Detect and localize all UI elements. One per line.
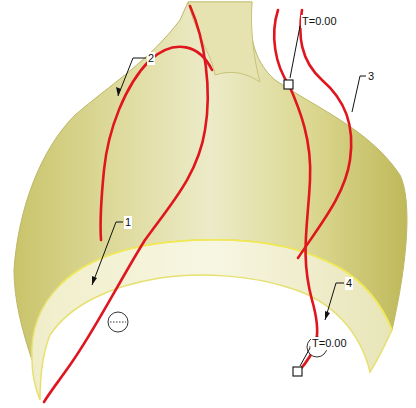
handle-dots: [110, 322, 325, 347]
curve-2: [101, 47, 212, 240]
end-marker: [284, 80, 302, 376]
callout-number: 2: [147, 52, 155, 65]
leader-arrowhead: [92, 87, 330, 320]
curve-4: [274, 10, 317, 372]
surface-neck: [188, 2, 260, 82]
callout-number: 3: [367, 70, 375, 83]
callout-number: 4: [345, 277, 353, 290]
parameter-label: T=0.00: [301, 15, 338, 28]
surface-inner-band: [32, 240, 392, 400]
curve-1: [44, 6, 208, 402]
handle-circle: [108, 312, 327, 357]
parameter-label: T=0.00: [311, 337, 348, 350]
leader-line: [92, 26, 366, 366]
callout-number: 1: [124, 216, 132, 229]
